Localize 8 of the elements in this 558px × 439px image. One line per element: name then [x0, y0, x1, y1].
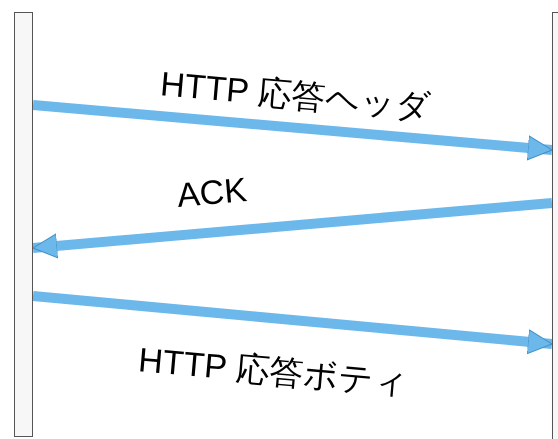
arrow [32, 291, 552, 354]
arrow [32, 198, 552, 258]
lifeline-bar [14, 12, 33, 437]
edge-label: ACK [176, 173, 248, 213]
lifeline-bar [552, 12, 558, 439]
arrow [32, 100, 552, 160]
edge-label: HTTP 応答ヘッダ [158, 67, 432, 125]
edge-label: HTTP 応答ボティ [136, 343, 410, 401]
